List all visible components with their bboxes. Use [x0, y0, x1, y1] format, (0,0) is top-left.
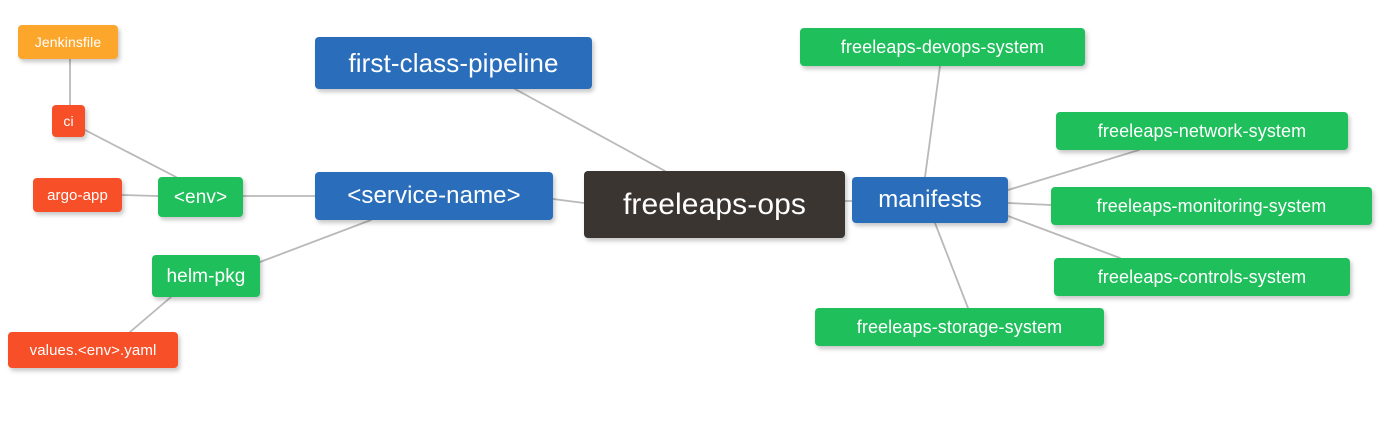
- node-jenkinsfile[interactable]: Jenkinsfile: [18, 25, 118, 59]
- edge-service-name-to-freeleaps-ops: [552, 198, 585, 204]
- node-freeleaps-devops-system[interactable]: freeleaps-devops-system: [800, 28, 1085, 66]
- node-freeleaps-controls-system[interactable]: freeleaps-controls-system: [1054, 258, 1350, 296]
- node-label-helm-pkg: helm-pkg: [166, 265, 246, 287]
- node-label-freeleaps-ops: freeleaps-ops: [622, 187, 807, 221]
- node-label-ci: ci: [63, 113, 74, 129]
- node-label-manifests: manifests: [878, 186, 982, 213]
- node-freeleaps-network-system[interactable]: freeleaps-network-system: [1056, 112, 1348, 150]
- node-service-name[interactable]: <service-name>: [315, 172, 553, 220]
- edge-ci-to-env: [84, 129, 177, 178]
- edge-manifests-to-freeleaps-network-system: [1007, 149, 1140, 191]
- node-values-env-yaml[interactable]: values.<env>.yaml: [8, 332, 178, 368]
- edge-argo-app-to-env: [121, 194, 159, 197]
- node-label-freeleaps-controls-system: freeleaps-controls-system: [1097, 267, 1307, 287]
- node-label-freeleaps-devops-system: freeleaps-devops-system: [840, 37, 1045, 57]
- node-label-first-class-pipeline: first-class-pipeline: [348, 48, 559, 78]
- node-helm-pkg[interactable]: helm-pkg: [152, 255, 260, 297]
- node-label-argo-app: argo-app: [47, 186, 108, 204]
- edge-manifests-to-freeleaps-storage-system: [934, 222, 969, 309]
- edge-manifests-to-freeleaps-monitoring-system: [1007, 202, 1052, 206]
- node-first-class-pipeline[interactable]: first-class-pipeline: [315, 37, 592, 89]
- node-label-freeleaps-monitoring-system: freeleaps-monitoring-system: [1096, 196, 1327, 216]
- node-label-freeleaps-network-system: freeleaps-network-system: [1097, 121, 1307, 141]
- node-label-values-env-yaml: values.<env>.yaml: [29, 341, 157, 359]
- node-ci[interactable]: ci: [52, 105, 85, 137]
- node-label-env: <env>: [173, 186, 228, 208]
- node-env[interactable]: <env>: [158, 177, 243, 217]
- node-freeleaps-ops[interactable]: freeleaps-ops: [584, 171, 845, 238]
- edge-service-name-to-helm-pkg: [259, 219, 372, 263]
- node-argo-app[interactable]: argo-app: [33, 178, 122, 212]
- node-freeleaps-storage-system[interactable]: freeleaps-storage-system: [815, 308, 1104, 346]
- node-label-service-name: <service-name>: [347, 182, 521, 209]
- node-freeleaps-monitoring-system[interactable]: freeleaps-monitoring-system: [1051, 187, 1372, 225]
- node-label-freeleaps-storage-system: freeleaps-storage-system: [856, 317, 1063, 337]
- edge-manifests-to-freeleaps-devops-system: [924, 65, 941, 178]
- edge-helm-pkg-to-values-env-yaml: [129, 296, 172, 333]
- node-label-jenkinsfile: Jenkinsfile: [34, 34, 102, 50]
- edge-first-class-pipeline-to-freeleaps-ops: [514, 88, 666, 172]
- node-manifests[interactable]: manifests: [852, 177, 1008, 223]
